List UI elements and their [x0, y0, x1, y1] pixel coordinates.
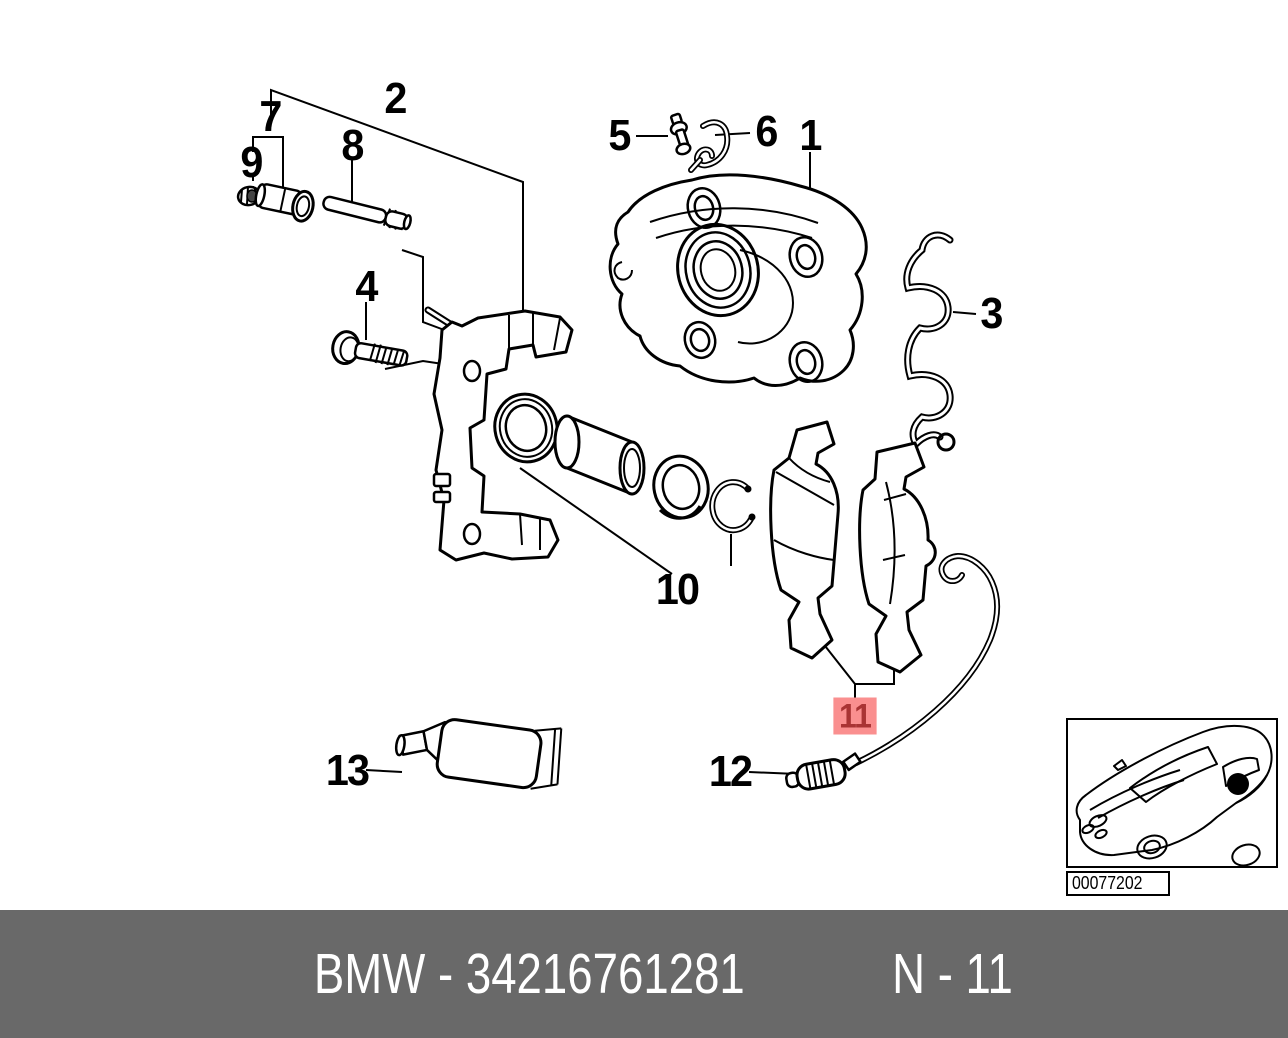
callout-7[interactable]: 7: [259, 92, 282, 141]
callout-8[interactable]: 8: [341, 121, 364, 170]
callout-12[interactable]: 12: [708, 747, 753, 796]
guide-bolt-drawing: [331, 330, 409, 367]
callout-4[interactable]: 4: [355, 262, 378, 311]
car-sketch: [1075, 724, 1273, 867]
footer-part-number: BMW - 34216761281: [314, 942, 745, 1006]
guide-pin-drawing: [322, 195, 412, 231]
callout-11[interactable]: 11: [833, 697, 877, 735]
carrier-bracket-drawing: [424, 306, 574, 562]
guide-sleeve-drawing: [254, 183, 315, 223]
rear-axle-marker: [1227, 773, 1249, 795]
footer-bar: BMW - 34216761281 N - 11: [0, 910, 1288, 1038]
callout-5[interactable]: 5: [608, 111, 631, 160]
callout-3[interactable]: 3: [980, 289, 1003, 338]
inner-pad: [769, 420, 840, 660]
vehicle-thumbnail: [1066, 718, 1278, 868]
circlip: [709, 479, 756, 534]
repair-kit-drawing: [493, 392, 756, 534]
spring-clip-drawing: [903, 231, 956, 452]
brake-caliper-drawing: [608, 173, 868, 387]
callout-13[interactable]: 13: [325, 746, 370, 795]
callout-2[interactable]: 2: [384, 74, 407, 123]
brake-pads-drawing: [769, 420, 937, 674]
callout-10[interactable]: 10: [655, 565, 700, 614]
bleeder-valve-drawing: [669, 112, 692, 156]
cap-clip-drawing: [688, 119, 731, 173]
callout-1[interactable]: 1: [799, 111, 822, 160]
piston-seal: [652, 454, 710, 520]
callout-9[interactable]: 9: [240, 138, 263, 187]
piston: [553, 414, 646, 496]
grease-tube-drawing: [394, 718, 563, 790]
thumbnail-code: 00077202: [1066, 871, 1170, 896]
footer-page-ref: N - 11: [891, 942, 1013, 1006]
wear-sensor-drawing: [785, 552, 1000, 791]
exploded-diagram: [236, 88, 1000, 791]
dust-boot-ring: [493, 392, 559, 464]
callout-6[interactable]: 6: [755, 107, 778, 156]
